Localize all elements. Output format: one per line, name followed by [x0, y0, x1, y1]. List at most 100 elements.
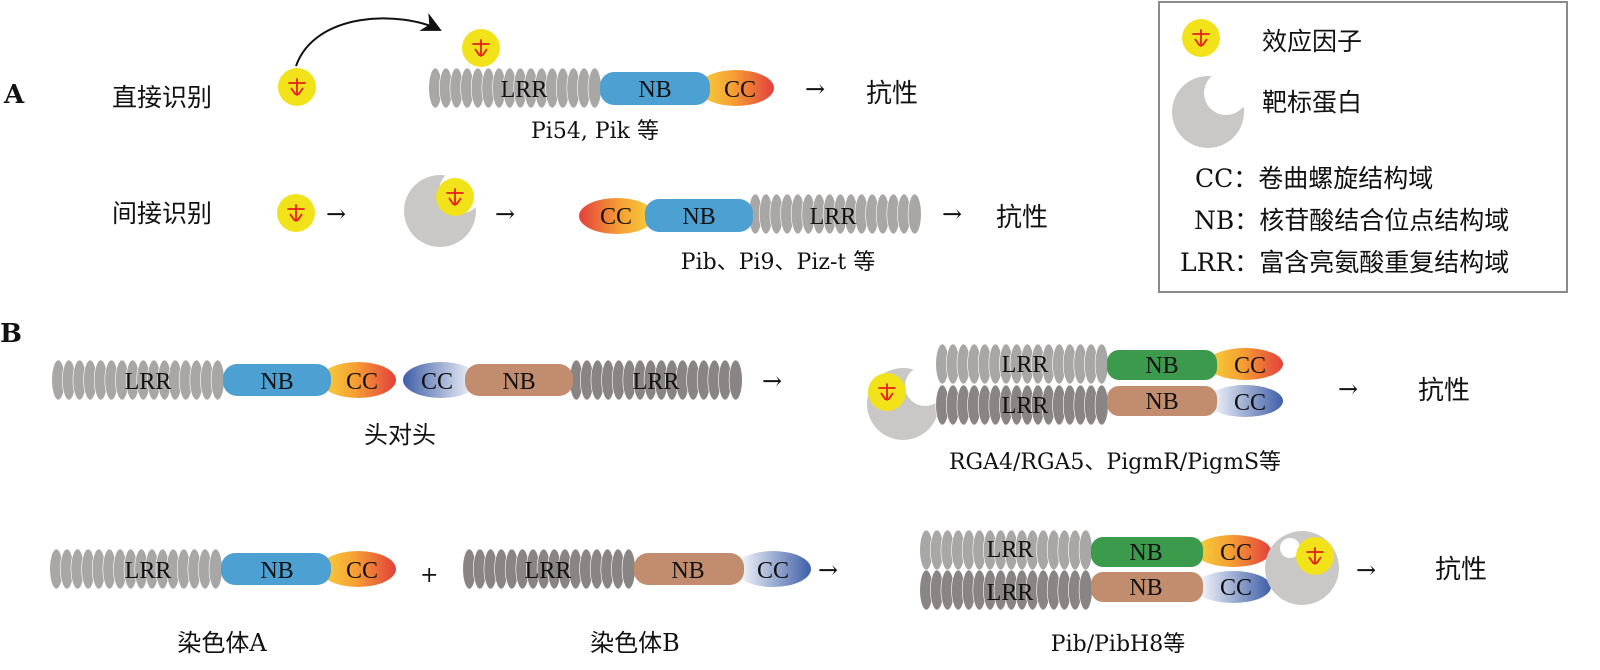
nb-domain — [1107, 386, 1217, 416]
effector-glyph — [1306, 547, 1324, 565]
rga-examples: RGA4/RGA5、PigmR/PigmS等 — [949, 450, 1281, 475]
chromosome-b-caption: 染色体B — [590, 629, 680, 657]
arrow: → — [805, 75, 825, 103]
legend-effector: 效应因子 — [1262, 27, 1362, 56]
effector-glyph — [878, 383, 896, 401]
arrow: → — [942, 200, 962, 228]
effector-icon — [277, 194, 315, 232]
chromosome-b-protein: LRR NB CC — [462, 548, 811, 590]
effector-icon — [436, 178, 474, 216]
arrow: → — [1356, 556, 1376, 584]
cc-label: CC — [346, 558, 378, 584]
nb-domain — [634, 553, 744, 585]
legend-target: 靶标蛋白 — [1262, 88, 1362, 117]
lrr-repeat — [1094, 343, 1109, 385]
indirect-examples: Pib、Pi9、Piz-t 等 — [681, 250, 875, 275]
panel-b-label: B — [0, 319, 22, 349]
pib-examples: Pib/PibH8等 — [1051, 632, 1185, 657]
cc-domain — [1195, 535, 1271, 567]
cc-label: CC — [421, 369, 453, 395]
target-protein-icon — [1172, 71, 1248, 148]
pib-complex: LRR LRR NB NB CC CC — [919, 529, 1339, 611]
nb-domain — [1107, 350, 1217, 380]
resistance-label: 抗性 — [1418, 376, 1470, 406]
effector-icon — [868, 373, 906, 411]
lrr-domain — [935, 343, 1109, 385]
lrr-repeat — [1078, 529, 1093, 571]
nb-domain — [645, 199, 753, 232]
lrr-label: LRR — [633, 369, 680, 395]
cc-domain — [1207, 348, 1283, 380]
cc-label: CC — [1220, 540, 1252, 566]
cc-domain — [320, 551, 396, 587]
lrr-repeat — [1078, 569, 1093, 611]
resistance-label: 抗性 — [866, 79, 918, 109]
effector-icon — [1296, 537, 1334, 575]
lrr-repeat — [1094, 384, 1109, 426]
lrr-label: LRR — [1002, 352, 1049, 378]
lrr-domain — [919, 569, 1093, 611]
cc-domain — [698, 70, 774, 106]
nb-domain — [1091, 572, 1203, 602]
cc-label: CC — [1234, 353, 1266, 379]
panel-a-label: A — [3, 80, 25, 110]
nb-label: NB — [671, 558, 704, 584]
cc-domain — [1207, 385, 1283, 417]
effector-icon — [462, 29, 500, 67]
head-to-head-caption: 头对头 — [364, 421, 436, 449]
lrr-repeat — [728, 359, 743, 401]
lrr-domain — [49, 548, 223, 590]
nb-label: NB — [682, 204, 715, 230]
nb-label: NB — [1145, 353, 1178, 379]
nb-domain — [465, 364, 573, 396]
binding-curved-arrow — [295, 13, 442, 67]
indirect-recognition-title: 间接识别 — [112, 199, 212, 228]
lrr-domain — [935, 384, 1109, 426]
lrr-label: LRR — [987, 537, 1034, 563]
effector-icon — [278, 68, 316, 106]
cc-shape — [1207, 348, 1283, 380]
cc-label: CC — [757, 558, 789, 584]
arrow: → — [495, 200, 515, 228]
legend-nb-definition: NB：核苷酸结合位点结构域 — [1194, 206, 1509, 235]
cc-shape — [403, 362, 479, 398]
arrow: → — [762, 367, 782, 395]
lrr-domain — [51, 359, 225, 401]
cc-domain — [403, 362, 479, 398]
chromosome-a-caption: 染色体A — [177, 629, 267, 657]
cc-shape — [320, 551, 396, 587]
effector-icon — [1182, 19, 1220, 57]
cc-domain — [735, 551, 811, 587]
lrr-label: LRR — [525, 558, 572, 584]
cc-shape — [1195, 571, 1271, 603]
lrr-label: LRR — [501, 77, 548, 103]
cc-domain — [579, 198, 655, 234]
cc-label: CC — [346, 369, 378, 395]
effector-glyph — [446, 188, 464, 206]
nb-label: NB — [260, 369, 293, 395]
cc-label: CC — [600, 204, 632, 230]
arrow: → — [818, 556, 838, 584]
direct-recognition-title: 直接识别 — [112, 83, 212, 112]
arrow: → — [326, 200, 346, 228]
lrr-label: LRR — [125, 558, 172, 584]
legend-box — [1158, 1, 1568, 293]
effector-glyph — [287, 204, 305, 222]
lrr-repeat — [621, 548, 636, 590]
lrr-repeat — [907, 193, 922, 235]
rga-complex: LRR LRR NB NB CC CC — [867, 343, 1283, 440]
arrow: → — [1338, 375, 1358, 403]
effector-glyph — [288, 78, 306, 96]
cc-label: CC — [1234, 390, 1266, 416]
lrr-label: LRR — [125, 369, 172, 395]
nb-label: NB — [1145, 389, 1178, 415]
nb-domain — [1091, 537, 1203, 567]
cc-label: CC — [1220, 575, 1252, 601]
nb-domain — [223, 364, 331, 396]
nb-label: NB — [638, 77, 671, 103]
lrr-label: LRR — [810, 204, 857, 230]
legend-cc-definition: CC：卷曲螺旋结构域 — [1195, 164, 1433, 193]
direct-examples: Pi54, Pik 等 — [531, 119, 659, 144]
cc-shape — [1195, 535, 1271, 567]
